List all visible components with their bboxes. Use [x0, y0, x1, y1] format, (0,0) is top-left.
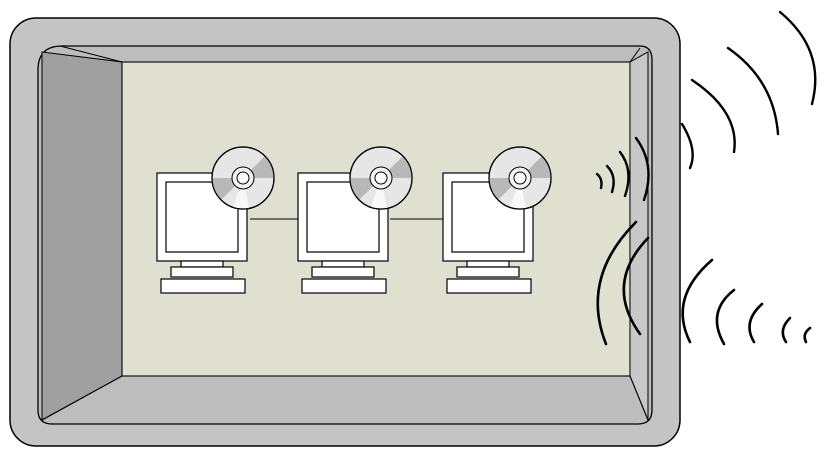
incoming-signal-waves [596, 220, 812, 346]
outgoing-signal-waves [595, 10, 817, 202]
disc-icon [488, 146, 552, 210]
disc-icon [349, 146, 413, 210]
right-wall [629, 51, 649, 421]
left-wall [41, 51, 123, 421]
disc-icon [211, 146, 275, 210]
